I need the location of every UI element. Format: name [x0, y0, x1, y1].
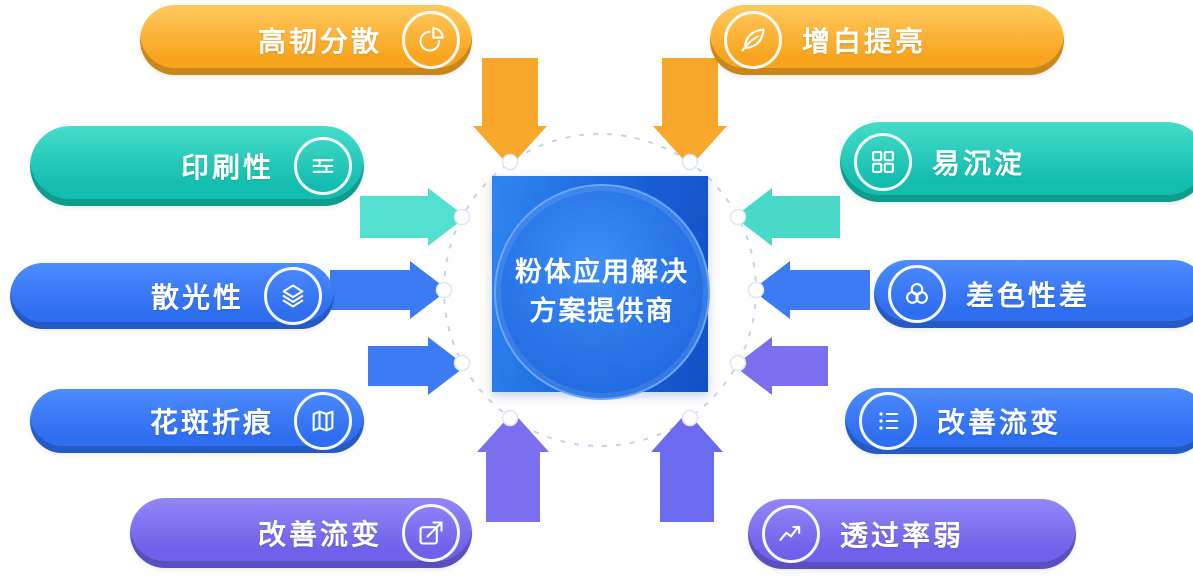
pie-chart-icon	[402, 11, 460, 69]
ring-dots	[435, 153, 765, 427]
pill-rheology-label: 改善流变	[257, 518, 382, 551]
pill-transmittance-label: 透过率弱	[840, 519, 965, 552]
pill-whitening: 增白提亮	[710, 5, 1064, 75]
trend-line-icon	[762, 505, 820, 563]
pill-mottling-crease: 花斑折痕	[30, 389, 364, 453]
pill-rheology-improve-label: 改善流变	[937, 406, 1062, 439]
pill-light-scattering-label: 散光性	[150, 281, 244, 314]
arrow-lower-right	[734, 337, 828, 395]
printer-icon	[294, 137, 352, 195]
pill-sedimentation: 易沉淀	[840, 122, 1193, 202]
pill-sedimentation-label: 易沉淀	[932, 147, 1026, 180]
pill-color-difference-label: 差色性差	[966, 279, 1091, 312]
arrow-mid-left	[330, 261, 448, 319]
center-title-line2: 方案提供商	[529, 296, 675, 327]
pill-transmittance: 透过率弱	[748, 499, 1076, 569]
arrow-bottom-right	[651, 412, 723, 522]
layers-icon	[264, 267, 322, 325]
center-node: 粉体应用解决 方案提供商	[494, 184, 710, 400]
arrow-upper-left	[360, 188, 466, 246]
pill-printability-label: 印刷性	[180, 151, 274, 184]
tri-circles-icon	[888, 265, 946, 323]
pill-mottling-crease-label: 花斑折痕	[149, 406, 274, 439]
center-title-line1: 粉体应用解决	[515, 256, 689, 288]
pill-light-scattering: 散光性	[10, 263, 334, 329]
arrow-bottom-left	[477, 412, 549, 522]
arrow-upper-right	[734, 188, 840, 246]
arrow-out-icon	[402, 504, 460, 562]
arrow-lower-left	[368, 337, 466, 395]
arrow-top-left	[473, 58, 547, 167]
pill-rheology: 改善流变	[130, 498, 472, 568]
pill-color-difference: 差色性差	[874, 260, 1193, 328]
arrow-mid-right	[752, 261, 870, 319]
leaf-icon	[724, 11, 782, 69]
pill-printability: 印刷性	[30, 126, 364, 206]
puzzle-icon	[854, 133, 912, 191]
map-icon	[294, 392, 352, 450]
pill-dispersion-label: 高韧分散	[257, 25, 382, 58]
pill-whitening-label: 增白提亮	[802, 25, 927, 58]
pill-dispersion: 高韧分散	[140, 5, 472, 75]
arrow-top-right	[653, 58, 727, 167]
pill-rheology-improve: 改善流变	[845, 388, 1193, 454]
center-title: 粉体应用解决 方案提供商	[515, 253, 689, 331]
list-icon	[859, 392, 917, 450]
